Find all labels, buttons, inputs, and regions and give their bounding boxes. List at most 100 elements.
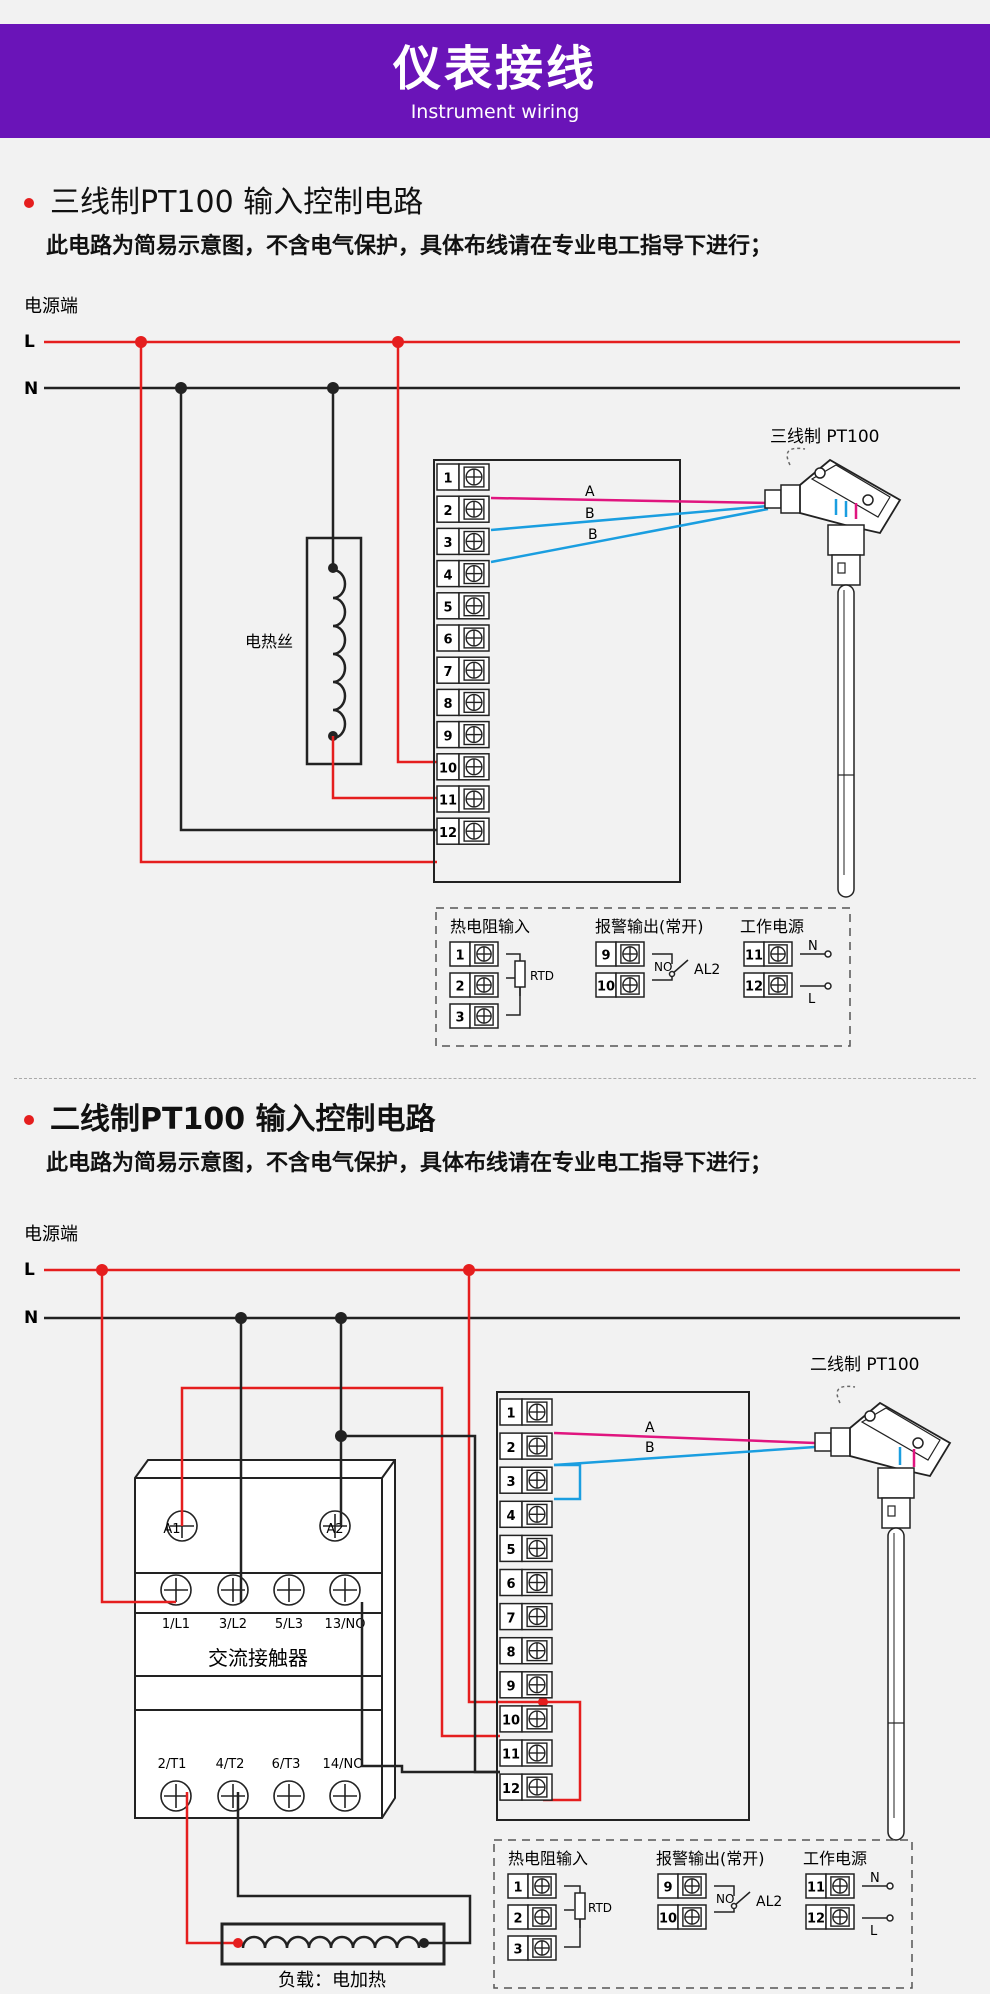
legend-box [493,1839,913,1989]
line-n-label: N [24,1308,38,1328]
screw-terminal-icon [463,724,485,746]
load-box [220,1922,446,1966]
section2-note: 此电路为简易示意图，不含电气保护，具体布线请在专业电工指导下进行； [46,1151,773,1176]
svg-text:工作电源: 工作电源 [803,1849,867,1868]
screw-terminal-icon [526,1571,548,1594]
terminal-number: 3 [506,1475,515,1490]
screw-terminal-icon [526,1606,548,1628]
screw-terminal-icon [526,1469,548,1491]
screw-terminal-icon [526,1674,548,1696]
screw-terminal-icon [620,944,640,964]
terminal-number: 12 [439,826,457,841]
terminal-number: 10 [502,1714,520,1729]
section1-note: 此电路为简易示意图，不含电气保护，具体布线请在专业电工指导下进行； [46,234,773,259]
terminal-row: 9 [657,1873,707,1899]
sensor-label: 三线制 PT100 [770,427,880,447]
header-banner: 仪表接线 Instrument wiring [0,24,990,138]
power-label: 电源端 [24,1224,78,1245]
screw-terminal-icon [160,1574,192,1606]
wire-label-b: B [585,506,595,522]
svg-text:L: L [870,1924,878,1939]
svg-text:A2: A2 [326,1522,343,1537]
screw-terminal-icon [620,975,640,995]
terminal-number: 6 [506,1577,515,1592]
terminal-row: 2 [507,1904,557,1930]
terminal-number: 5 [443,601,452,616]
screw-terminal-icon [463,498,485,520]
heater-coil-icon [332,568,347,740]
screw-terminal-icon [768,975,788,995]
terminal-number: 10 [439,762,457,777]
terminal-row: 12 [436,817,490,845]
terminal-row: 9 [595,941,645,967]
terminal-row: 2 [436,495,490,523]
terminal-row: 2 [499,1432,553,1460]
section2-title: 二线制PT100 输入控制电路 [24,1105,436,1135]
terminal-row: 8 [436,688,490,717]
wire-b [553,1445,816,1467]
wire-a [553,1431,816,1445]
bullet-icon [24,198,34,208]
screw-terminal-icon [217,1780,249,1812]
screw-terminal-icon [526,1742,548,1764]
svg-text:NO: NO [716,1892,734,1906]
terminal-number: 11 [807,1880,825,1895]
legend-box [435,907,851,1047]
sensor-label: 二线制 PT100 [810,1355,920,1375]
contactor-terminals [160,1510,361,1812]
terminal-row: 12 [499,1773,553,1801]
screw-terminal-icon [682,1907,702,1927]
screw-terminal-icon [463,788,485,810]
terminal-number: 1 [506,1407,515,1422]
screw-terminal-icon [329,1780,361,1812]
line-l-label: L [24,332,35,352]
terminal-number: 7 [506,1611,515,1626]
screw-terminal-icon [329,1574,361,1606]
live-to-9 [396,342,437,764]
svg-text:13/NO: 13/NO [325,1617,366,1632]
svg-text:RTD: RTD [530,969,554,983]
screw-terminal-icon [526,1776,548,1798]
line-l-label: L [24,1260,35,1280]
heater-to-10 [331,736,437,800]
contactor-label: 交流接触器 [208,1646,308,1670]
neutral-to-11 [179,388,437,832]
svg-text:5/L3: 5/L3 [275,1617,303,1632]
terminal-number: 12 [745,979,763,994]
svg-text:14/NO: 14/NO [323,1757,364,1772]
terminal-row: 12 [743,972,793,998]
terminal-row: 9 [436,720,490,749]
terminal-number: 9 [601,948,610,963]
terminal-number: 8 [443,697,452,712]
terminal-number: 2 [513,1911,522,1926]
wire-a [490,496,769,505]
terminal-row: 10 [595,972,645,998]
jumper-2-3 [554,1463,582,1501]
terminal-number: 11 [745,948,763,963]
svg-text:4/T2: 4/T2 [216,1757,245,1772]
screw-terminal-icon [532,1907,552,1927]
terminal-row: 1 [449,941,499,967]
pt100-sensor-icon [764,447,902,898]
screw-terminal-icon [319,1510,351,1542]
svg-text:热电阻输入: 热电阻输入 [450,917,530,936]
wire-label-b: B [588,527,598,543]
wire-b2 [490,507,769,564]
terminal-row: 12 [805,1904,855,1930]
terminal-row: 3 [449,1003,499,1029]
screw-terminal-icon [463,595,485,617]
terminal-number: 2 [455,979,464,994]
terminal-row: 10 [436,753,490,781]
screw-terminal-icon [273,1574,305,1606]
terminal-row: 6 [499,1568,553,1597]
terminal-row: 11 [743,941,793,967]
terminal-number: 4 [443,568,452,583]
terminal-number: 3 [443,536,452,551]
terminal-row: 3 [436,527,490,556]
screw-terminal-icon [830,1876,850,1896]
screw-terminal-icon [217,1574,249,1606]
terminal-number: 12 [502,1782,520,1797]
